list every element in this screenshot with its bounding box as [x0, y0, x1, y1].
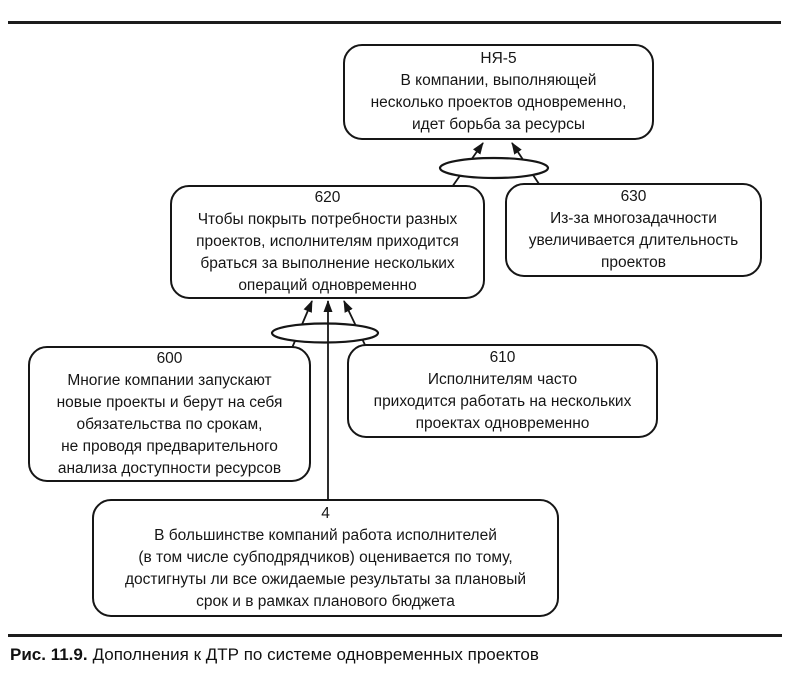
- node-text-line: Исполнителям часто: [427, 371, 578, 388]
- node-id-label: 620: [314, 189, 341, 206]
- node-text-line: приходится работать на нескольких: [373, 393, 632, 410]
- node-text-line: Чтобы покрыть потребности разных: [197, 211, 458, 228]
- node-text-line: идет борьба за ресурсы: [412, 116, 585, 133]
- top-rule: [8, 21, 781, 24]
- node-text-line: несколько проектов одновременно,: [370, 94, 627, 111]
- node-id-label: 4: [321, 505, 330, 522]
- node-630: 630 Из-за многозадачности увеличивается …: [505, 183, 762, 277]
- node-text-line: анализа доступности ресурсов: [57, 460, 282, 477]
- node-620: 620 Чтобы покрыть потребности разных про…: [170, 185, 485, 299]
- node-600: 600 Многие компании запускают новые прое…: [28, 346, 311, 482]
- figure-caption-label: Рис. 11.9.: [10, 645, 88, 664]
- node-text-line: обязательства по срокам,: [76, 416, 263, 433]
- node-text-line: В большинстве компаний работа исполнител…: [154, 527, 497, 544]
- bottom-rule: [8, 634, 782, 637]
- node-text-line: операций одновременно: [238, 277, 417, 294]
- node-text-line: не проводя предварительного: [61, 438, 278, 455]
- node-text-line: новые проекты и берут на себя: [56, 394, 283, 411]
- node-text-line: В компании, выполняющей: [400, 72, 597, 89]
- node-text-line: (в том числе субподрядчиков) оценивается…: [138, 549, 513, 566]
- and-junction-ellipse-lower: [270, 322, 380, 344]
- node-text-line: Из-за многозадачности: [550, 210, 717, 227]
- node-text-line: Многие компании запускают: [67, 372, 272, 389]
- node-text-line: срок и в рамках планового бюджета: [196, 593, 455, 610]
- node-id-label: 630: [620, 188, 647, 205]
- node-610: 610 Исполнителям часто приходится работа…: [347, 344, 658, 438]
- node-4: 4 В большинстве компаний работа исполнит…: [92, 499, 559, 617]
- node-nya5: НЯ-5 В компании, выполняющей несколько п…: [343, 44, 654, 140]
- node-text-line: проектов: [601, 254, 666, 271]
- figure-caption: Рис. 11.9.Дополнения к ДТР по системе од…: [10, 644, 539, 666]
- node-id-label: НЯ-5: [480, 50, 517, 67]
- figure-caption-text: Дополнения к ДТР по системе одновременны…: [92, 645, 539, 664]
- node-id-label: 600: [156, 350, 183, 367]
- node-text-line: увеличивается длительность: [528, 232, 739, 249]
- and-junction-ellipse-upper: [438, 156, 550, 180]
- node-text-line: проектах одновременно: [415, 415, 590, 432]
- node-id-label: 610: [489, 349, 516, 366]
- node-text-line: проектов, исполнителям приходится: [196, 233, 459, 250]
- node-text-line: достигнуты ли все ожидаемые результаты з…: [124, 571, 527, 588]
- node-text-line: браться за выполнение нескольких: [200, 255, 455, 272]
